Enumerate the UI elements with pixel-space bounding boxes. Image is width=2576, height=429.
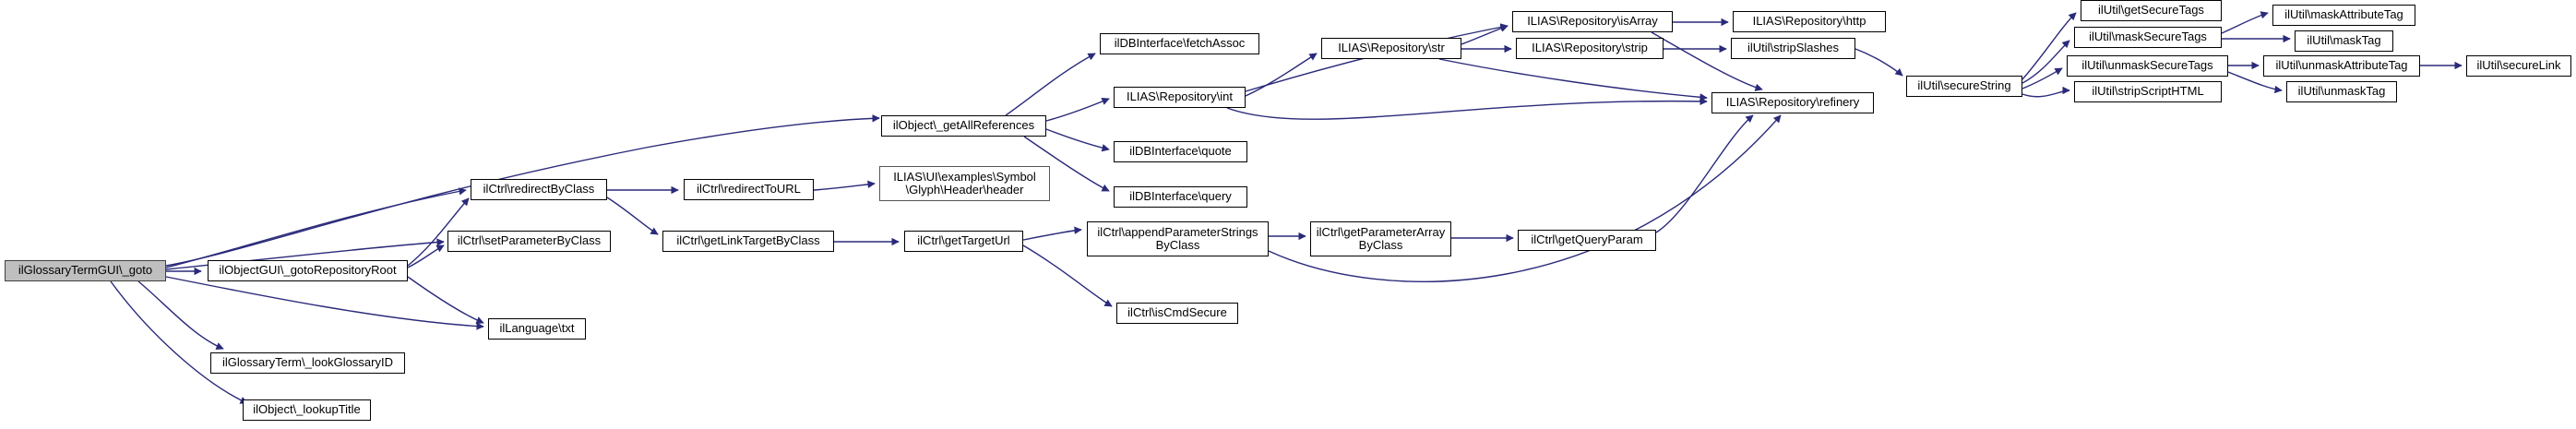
graph-node-n18[interactable]: ILIAS\Repository\isArray <box>1512 11 1673 32</box>
graph-node-n3[interactable]: ilCtrl\setParameterByClass <box>447 231 611 252</box>
graph-node-n22[interactable]: ilUtil\stripSlashes <box>1731 38 1855 59</box>
graph-node-n28[interactable]: ilUtil\maskSecureTags <box>2074 27 2222 48</box>
graph-node-n17[interactable]: ilCtrl\isCmdSecure <box>1116 303 1238 324</box>
graph-node-n25[interactable]: ilCtrl\getQueryParam <box>1518 230 1656 251</box>
call-edge <box>1245 53 1318 97</box>
call-edge <box>1022 226 1082 241</box>
call-edge <box>1651 31 1763 91</box>
graph-node-n2[interactable]: ilCtrl\redirectByClass <box>471 179 607 200</box>
call-edge <box>606 197 659 235</box>
call-edge <box>2227 71 2283 94</box>
call-edge <box>165 238 445 270</box>
graph-node-n9[interactable]: ILIAS\UI\examples\Symbol \Glyph\Header\h… <box>879 166 1050 201</box>
call-edge <box>2221 11 2269 34</box>
call-edge <box>2021 12 2077 80</box>
call-edge <box>407 276 484 324</box>
graph-node-n26[interactable]: ilUtil\secureString <box>1906 76 2022 97</box>
graph-node-n24[interactable]: ilCtrl\getParameterArray ByClass <box>1310 221 1451 256</box>
call-edge <box>2021 40 2070 84</box>
call-edge <box>1268 114 1782 282</box>
graph-node-n21[interactable]: ILIAS\Repository\strip <box>1516 38 1664 59</box>
call-edge <box>137 280 224 351</box>
call-edge <box>165 114 880 267</box>
graph-node-n1[interactable]: ilObjectGUI\_gotoRepositoryRoot <box>208 260 408 281</box>
call-edge <box>1022 244 1113 307</box>
graph-node-n11[interactable]: ilCtrl\getTargetUrl <box>904 231 1023 252</box>
graph-node-n32[interactable]: ilUtil\maskTag <box>2295 30 2393 52</box>
call-edge <box>1461 24 1509 45</box>
graph-node-n5[interactable]: ilGlossaryTerm\_lookGlossaryID <box>210 352 405 374</box>
call-edge <box>110 280 248 404</box>
graph-node-n23[interactable]: ILIAS\Repository\refinery <box>1711 92 1874 113</box>
call-edge <box>2021 67 2063 89</box>
call-edge <box>1023 136 1110 192</box>
graph-node-n34[interactable]: ilUtil\unmaskTag <box>2286 81 2397 102</box>
graph-node-n0[interactable]: ilGlossaryTermGUI\_goto <box>5 260 166 281</box>
graph-node-n8[interactable]: ilCtrl\redirectToURL <box>684 179 814 200</box>
graph-node-n12[interactable]: ilDBInterface\fetchAssoc <box>1100 33 1259 54</box>
graph-node-n6[interactable]: ilObject\_lookupTitle <box>243 399 371 421</box>
call-edge <box>165 187 467 268</box>
graph-node-n14[interactable]: ilDBInterface\quote <box>1114 141 1247 162</box>
graph-node-n15[interactable]: ilDBInterface\query <box>1114 186 1247 208</box>
graph-node-n29[interactable]: ilUtil\unmaskSecureTags <box>2067 55 2228 77</box>
call-edge <box>1005 53 1096 116</box>
graph-node-n33[interactable]: ilUtil\unmaskAttributeTag <box>2263 55 2420 77</box>
graph-node-n4[interactable]: ilLanguage\txt <box>488 318 586 340</box>
call-edge <box>407 244 445 268</box>
call-edge <box>1655 114 1754 233</box>
graph-node-n7[interactable]: ilObject\_getAllReferences <box>881 115 1046 137</box>
graph-node-n35[interactable]: ilUtil\secureLink <box>2466 55 2571 77</box>
call-edge <box>407 197 470 267</box>
graph-node-n19[interactable]: ILIAS\Repository\http <box>1733 11 1886 32</box>
graph-node-n16[interactable]: ilCtrl\appendParameterStrings ByClass <box>1087 221 1269 256</box>
call-edge <box>1438 58 1708 101</box>
call-edge <box>1045 97 1110 122</box>
graph-node-n13[interactable]: ILIAS\Repository\int <box>1114 87 1246 108</box>
graph-node-n27[interactable]: ilUtil\getSecureTags <box>2081 0 2222 21</box>
call-edge <box>2021 86 2070 98</box>
graph-node-n30[interactable]: ilUtil\stripScriptHTML <box>2074 81 2222 102</box>
call-edge <box>1226 97 1708 120</box>
call-edge <box>1045 128 1110 152</box>
call-edge <box>1854 48 1903 77</box>
graph-node-n31[interactable]: ilUtil\maskAttributeTag <box>2272 5 2415 26</box>
call-edge <box>813 180 876 191</box>
call-edge <box>165 276 484 330</box>
graph-node-n10[interactable]: ilCtrl\getLinkTargetByClass <box>662 231 834 252</box>
graph-node-n20[interactable]: ILIAS\Repository\str <box>1321 38 1461 59</box>
